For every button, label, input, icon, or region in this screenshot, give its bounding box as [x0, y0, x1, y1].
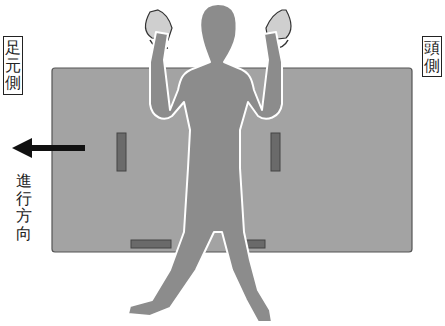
vertical-label: 頭側 — [424, 39, 440, 74]
direction-arrow — [30, 145, 85, 151]
person — [128, 4, 291, 322]
handle-slot — [271, 133, 280, 171]
handle-slot — [131, 240, 171, 248]
vertical-label: 足元側 — [5, 39, 21, 92]
label-box: 足元側 — [3, 36, 23, 95]
handle-slot — [117, 133, 126, 171]
arrow-head — [12, 138, 32, 158]
label-box: 頭側 — [422, 36, 442, 77]
direction-label: 進行方向 — [16, 172, 32, 242]
